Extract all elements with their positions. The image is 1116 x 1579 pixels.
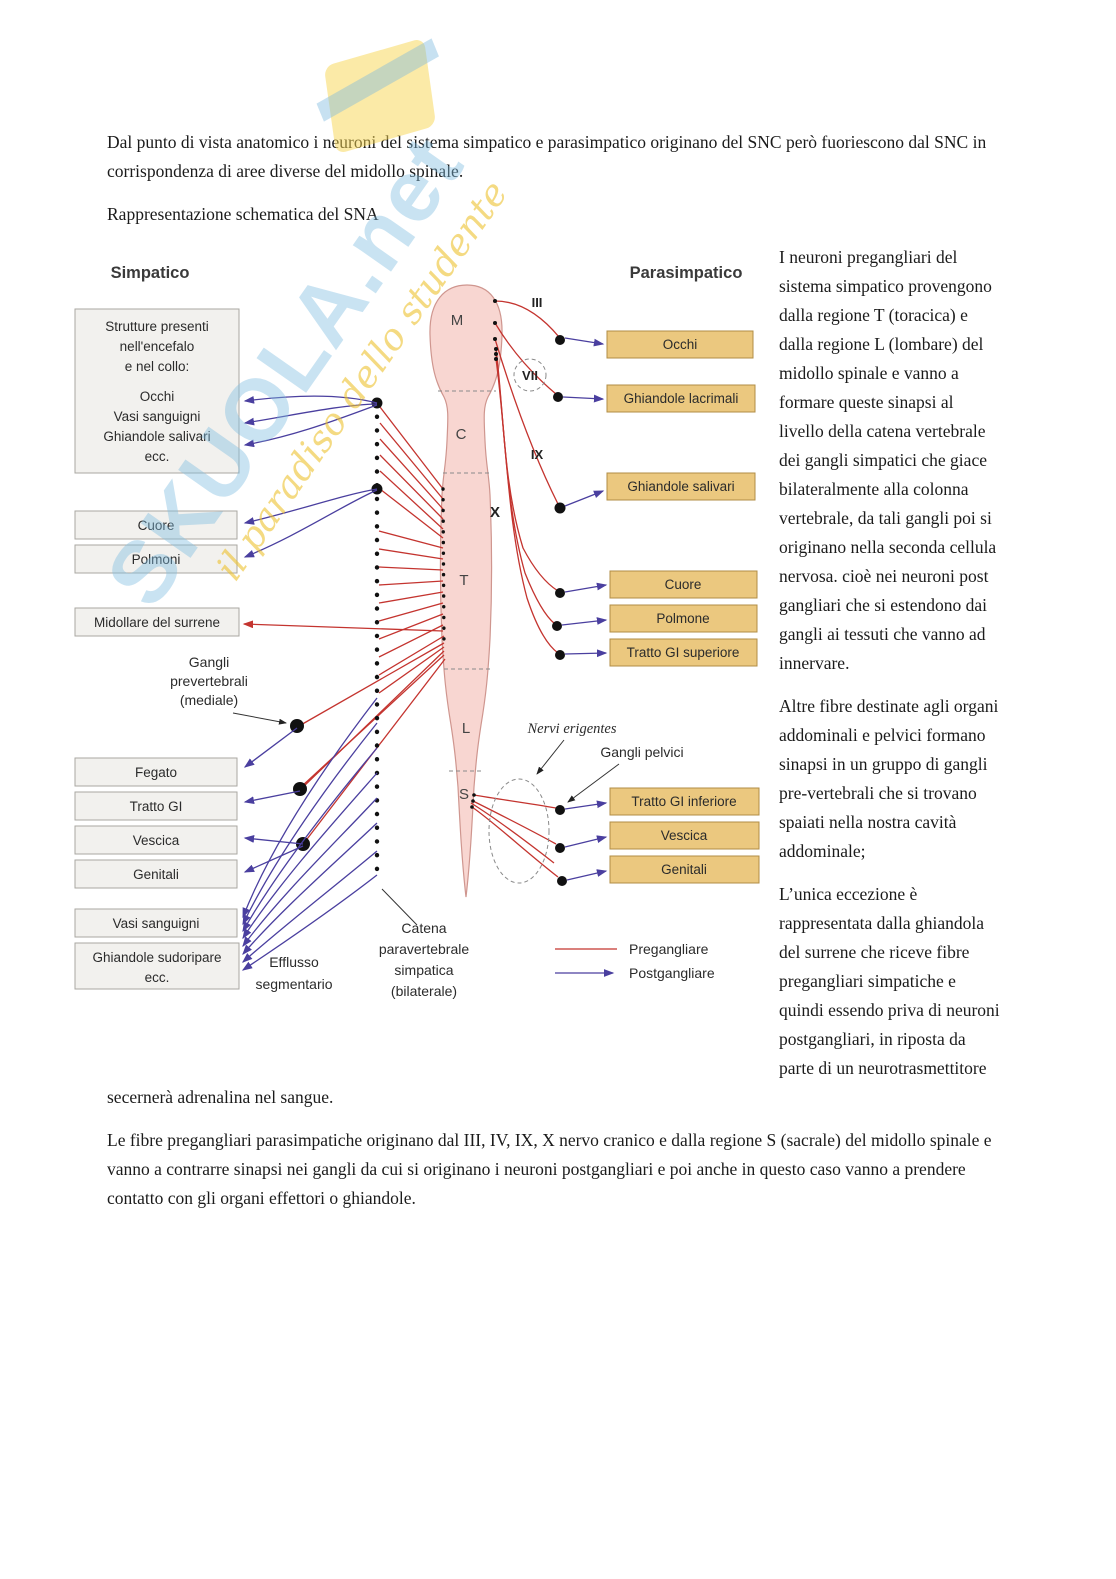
svg-text:Cuore: Cuore — [138, 518, 175, 533]
paragraph-schema-title: Rappresentazione schematica del SNA — [107, 204, 379, 224]
legend-pregangliare-label: Pregangliare — [629, 941, 709, 957]
svg-text:Fegato: Fegato — [135, 765, 177, 780]
svg-text:Vasi sanguigni: Vasi sanguigni — [114, 409, 201, 424]
cranial-x-label: X — [490, 504, 500, 521]
svg-text:Vasi sanguigni: Vasi sanguigni — [113, 916, 200, 931]
document-page: Dal punto di vista anatomico i neuroni d… — [74, 132, 1000, 1208]
svg-text:segmentario: segmentario — [255, 976, 332, 992]
spine-label-l: L — [462, 720, 470, 737]
paragraph-side-1: I neuroni pregangliari del sistema simpa… — [779, 247, 997, 673]
svg-text:nell'encefalo: nell'encefalo — [120, 339, 195, 354]
paragraph-eccezione: L’unica eccezione è rappresentata dalla … — [107, 884, 1000, 1107]
svg-text:Occhi: Occhi — [140, 389, 175, 404]
svg-text:Midollare del surrene: Midollare del surrene — [94, 615, 220, 630]
svg-text:Genitali: Genitali — [133, 867, 179, 882]
cranial-iii-label: III — [532, 295, 543, 310]
svg-text:Ghiandole lacrimali: Ghiandole lacrimali — [624, 391, 739, 406]
svg-text:Genitali: Genitali — [661, 862, 707, 877]
left-box-vescica: Vescica — [74, 825, 238, 855]
paragraph-intro: Dal punto di vista anatomico i neuroni d… — [107, 132, 987, 181]
svg-text:Tratto GI inferiore: Tratto GI inferiore — [631, 794, 736, 809]
paravertebral-chain — [371, 397, 383, 884]
left-box-ghiandole-sudoripare: Ghiandole sudoripare ecc. — [74, 942, 240, 990]
svg-text:Nervi erigentes: Nervi erigentes — [527, 721, 617, 737]
left-box-strutture: Strutture presenti nell'encefalo e nel c… — [74, 308, 240, 474]
spinal-cord: M C T L S — [429, 284, 503, 898]
cord-right-origin-dots — [470, 299, 498, 809]
svg-text:Gangli pelvici: Gangli pelvici — [600, 744, 683, 760]
cranial-vii-label: VII — [522, 368, 538, 383]
sna-diagram: Simpatico Parasimpatico M C T L S — [67, 243, 767, 1058]
left-box-surrene: Midollare del surrene — [74, 607, 240, 637]
svg-text:Ghiandole sudoripare: Ghiandole sudoripare — [92, 950, 221, 965]
svg-text:Occhi: Occhi — [663, 337, 698, 352]
right-box-polmone: Polmone — [609, 604, 758, 633]
spine-label-s: S — [459, 786, 469, 803]
spine-label-c: C — [456, 426, 467, 443]
left-box-cuore: Cuore — [74, 510, 238, 540]
postgangliari-simpatico-lines — [241, 395, 378, 971]
header-simpatico: Simpatico — [111, 264, 190, 282]
prevertebral-ganglia — [290, 719, 310, 851]
svg-text:Catena: Catena — [401, 920, 446, 936]
right-box-tratto-gi-superiore: Tratto GI superiore — [609, 638, 758, 667]
left-box-vasi-sanguigni: Vasi sanguigni — [74, 908, 238, 938]
spine-label-t: T — [459, 572, 468, 589]
svg-text:(bilaterale): (bilaterale) — [391, 983, 457, 999]
figure-and-text-flow: Simpatico Parasimpatico M C T L S — [74, 243, 1000, 1112]
cranial-ix-label: IX — [531, 447, 544, 462]
svg-text:Vescica: Vescica — [133, 833, 180, 848]
left-box-tratto-gi: Tratto GI — [74, 791, 238, 821]
paragraph-parasimpatiche: Le fibre pregangliari parasimpatiche ori… — [107, 1130, 992, 1208]
label-nervi-erigentes: Nervi erigentes — [527, 721, 617, 775]
svg-text:Tratto GI superiore: Tratto GI superiore — [627, 645, 740, 660]
svg-text:ecc.: ecc. — [145, 449, 170, 464]
right-box-genitali: Genitali — [609, 855, 760, 884]
svg-text:simpatica: simpatica — [394, 962, 453, 978]
svg-text:e nel collo:: e nel collo: — [125, 359, 190, 374]
header-parasimpatico: Parasimpatico — [630, 264, 743, 282]
svg-text:paravertebrale: paravertebrale — [379, 941, 469, 957]
legend: Pregangliare Postgangliare — [555, 941, 715, 981]
svg-text:Strutture presenti: Strutture presenti — [105, 319, 209, 334]
svg-text:Polmoni: Polmoni — [132, 552, 181, 567]
pregangliari-simpatico-lines — [242, 406, 446, 844]
right-box-ghiandole-lacrimali: Ghiandole lacrimali — [606, 384, 756, 413]
svg-text:Polmone: Polmone — [656, 611, 709, 626]
right-box-vescica: Vescica — [609, 821, 760, 850]
gangli-pelvici-ellipse — [488, 778, 550, 884]
right-box-ghiandole-salivari: Ghiandole salivari — [606, 472, 756, 501]
cranial-vii-ellipse — [513, 358, 547, 392]
parasimpatico-ganglia-dots — [552, 335, 567, 886]
svg-text:prevertebrali: prevertebrali — [170, 673, 248, 689]
spine-label-m: M — [451, 312, 464, 329]
label-gangli-prevertebrali: Gangli prevertebrali (mediale) — [170, 654, 287, 725]
svg-text:ecc.: ecc. — [145, 970, 170, 985]
svg-text:(mediale): (mediale) — [180, 692, 238, 708]
right-box-occhi: Occhi — [606, 330, 754, 359]
sna-diagram-svg: Simpatico Parasimpatico M C T L S — [74, 264, 760, 999]
right-box-tratto-gi-inferiore: Tratto GI inferiore — [609, 787, 760, 816]
svg-text:Tratto GI: Tratto GI — [130, 799, 183, 814]
svg-text:Efflusso: Efflusso — [269, 954, 319, 970]
svg-text:Ghiandole salivari: Ghiandole salivari — [103, 429, 210, 444]
left-box-fegato: Fegato — [74, 757, 238, 787]
svg-text:Ghiandole salivari: Ghiandole salivari — [627, 479, 734, 494]
postgangliari-parasimpatico-lines — [561, 337, 608, 881]
svg-text:Gangli: Gangli — [189, 654, 229, 670]
pregangliari-parasimpatico-lines — [470, 300, 560, 878]
left-box-polmoni: Polmoni — [74, 544, 238, 574]
svg-text:Vescica: Vescica — [661, 828, 708, 843]
svg-text:Cuore: Cuore — [665, 577, 702, 592]
paragraph-side-2: Altre fibre destinate agli organi addomi… — [779, 696, 999, 861]
right-box-cuore: Cuore — [609, 570, 758, 599]
legend-postgangliare-label: Postgangliare — [629, 965, 715, 981]
label-efflusso-segmentario: Efflusso segmentario — [255, 954, 332, 992]
label-catena-paravertebrale: Catena paravertebrale simpatica (bilater… — [379, 888, 469, 999]
label-gangli-pelvici: Gangli pelvici — [567, 744, 684, 803]
left-box-genitali: Genitali — [74, 859, 238, 889]
